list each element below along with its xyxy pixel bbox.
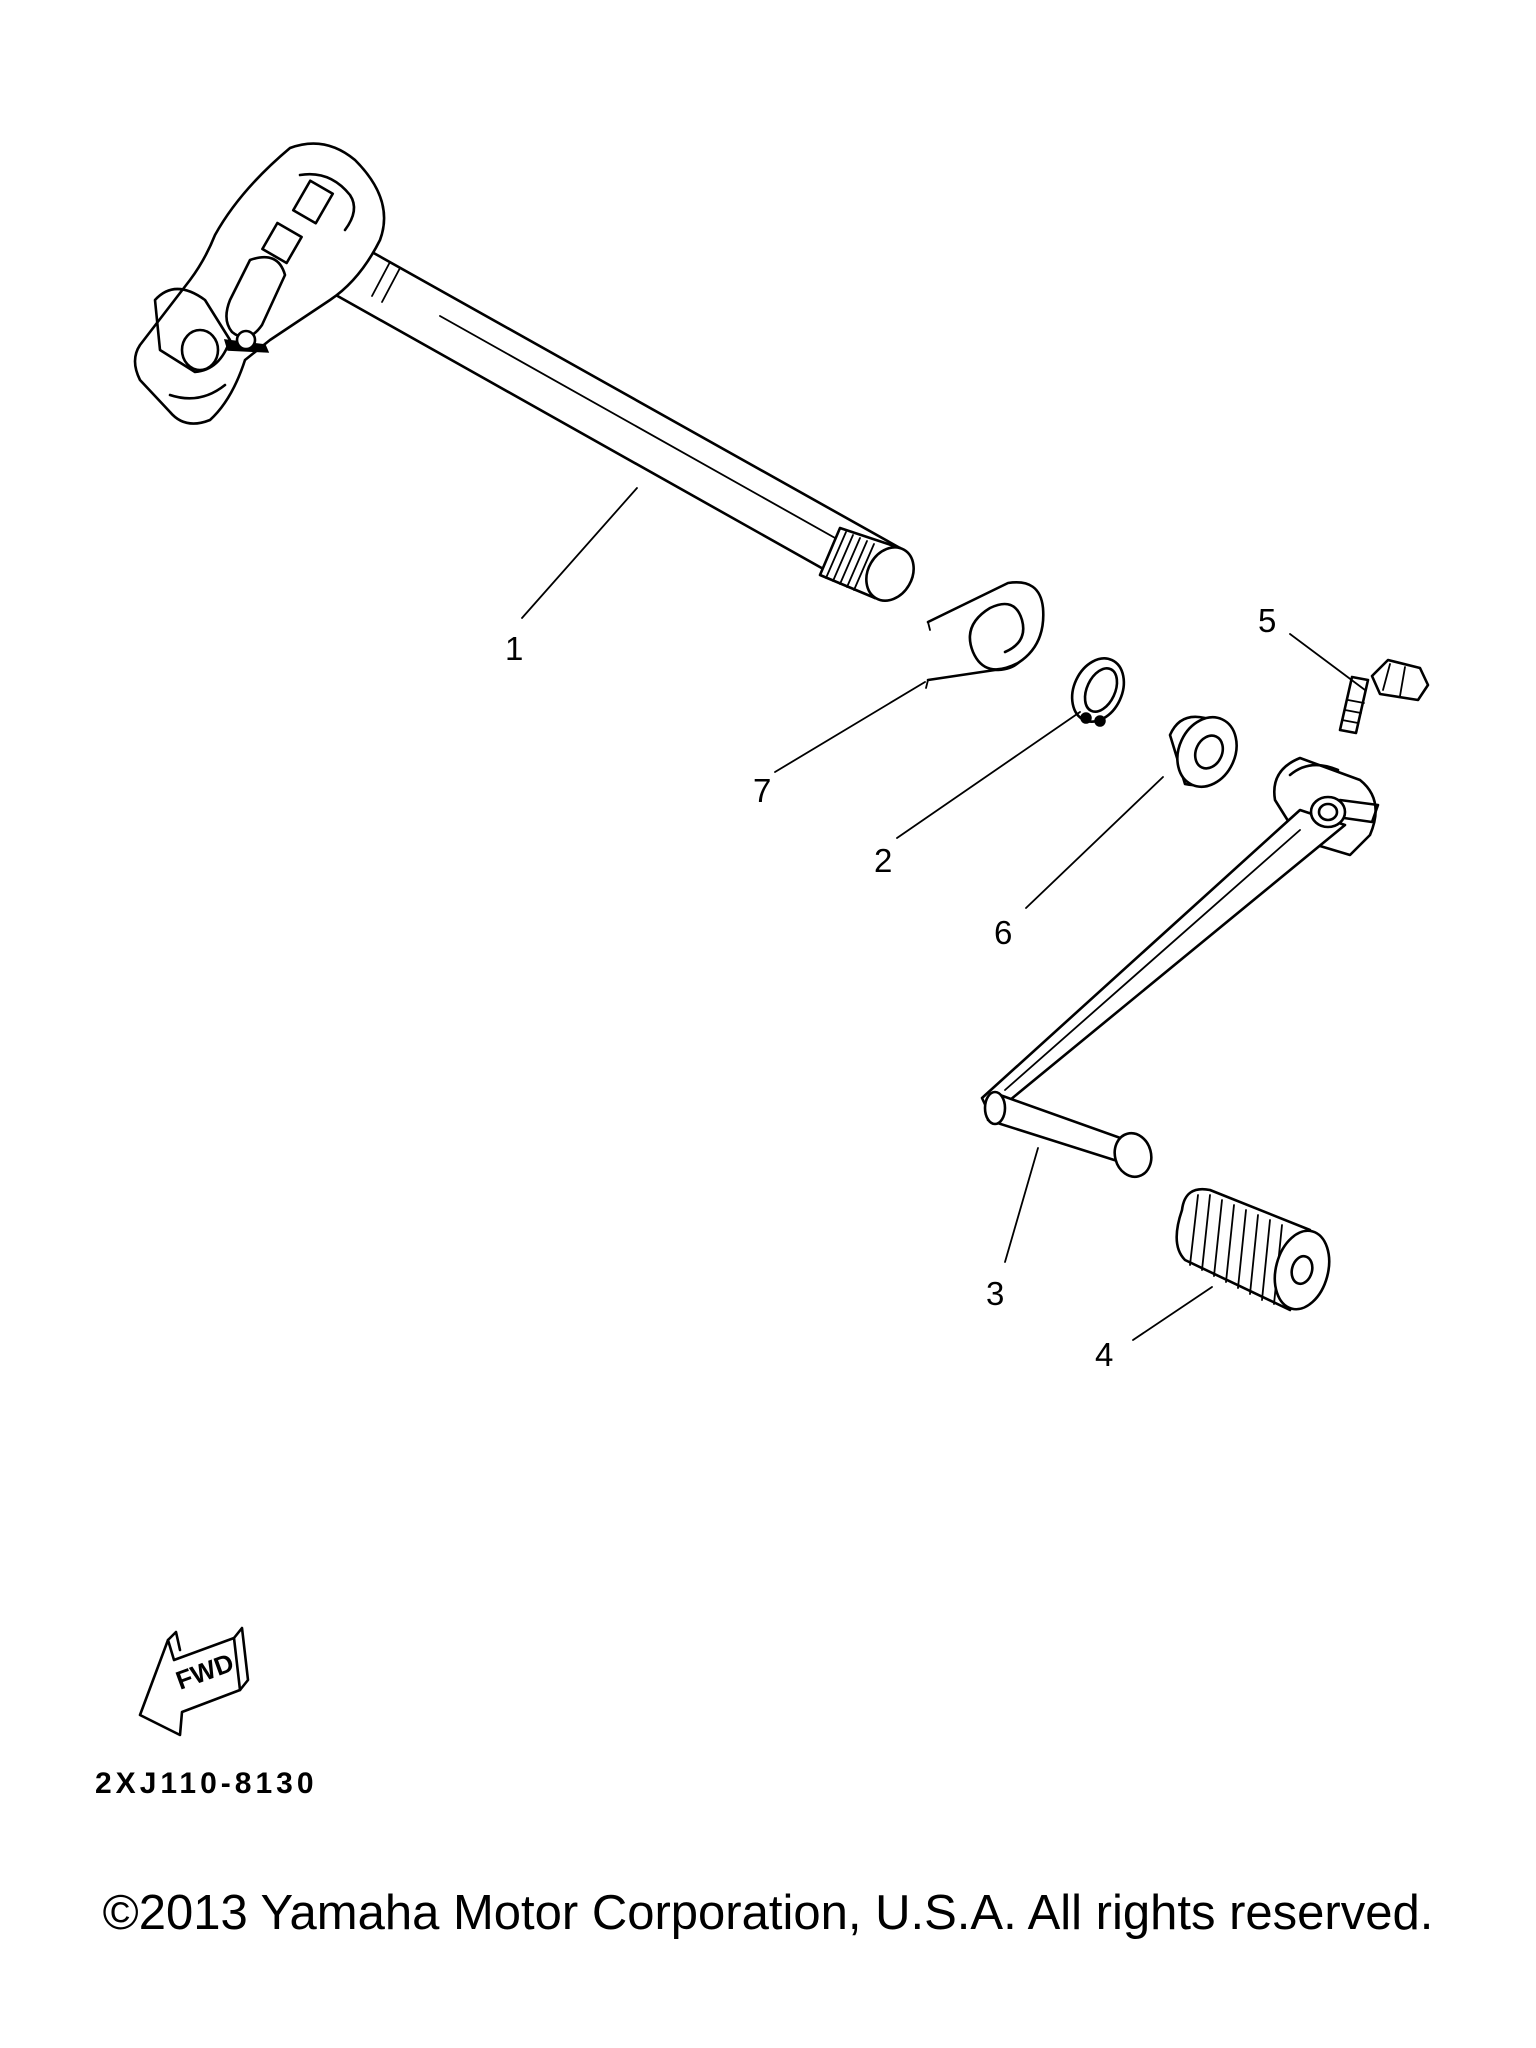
leader-line-7 [774, 681, 926, 773]
oil-seal-part-6[interactable] [1166, 708, 1247, 797]
diagram-code: 2XJ110-8130 [95, 1767, 318, 1800]
leader-line-1 [521, 487, 638, 619]
shift-shaft-part-1[interactable] [133, 142, 923, 610]
callout-5: 5 [1258, 602, 1276, 639]
leader-line-6 [1025, 776, 1164, 909]
copyright-notice: ©2013 Yamaha Motor Corporation, U.S.A. A… [102, 1886, 1434, 1940]
circlip-part-2[interactable] [1062, 650, 1133, 730]
torsion-spring-part-7[interactable] [925, 580, 1045, 689]
callout-1: 1 [505, 630, 523, 667]
callout-3: 3 [986, 1275, 1004, 1312]
callout-4: 4 [1095, 1336, 1113, 1373]
leader-line-4 [1132, 1286, 1213, 1341]
forward-arrow-icon: FWD [138, 1626, 250, 1737]
callout-labels: 1 2 3 4 5 6 7 [505, 602, 1276, 1373]
callout-7: 7 [753, 772, 771, 809]
callout-6: 6 [994, 914, 1012, 951]
callout-2: 2 [874, 842, 892, 879]
leader-line-3 [1004, 1147, 1039, 1263]
leader-line-5 [1289, 633, 1366, 691]
shift-pedal-part-3[interactable] [980, 756, 1380, 1181]
pedal-rubber-part-4[interactable] [1175, 1187, 1338, 1315]
leader-lines [521, 487, 1366, 1341]
bolt-part-5[interactable] [1338, 658, 1430, 735]
leader-line-2 [896, 711, 1081, 839]
